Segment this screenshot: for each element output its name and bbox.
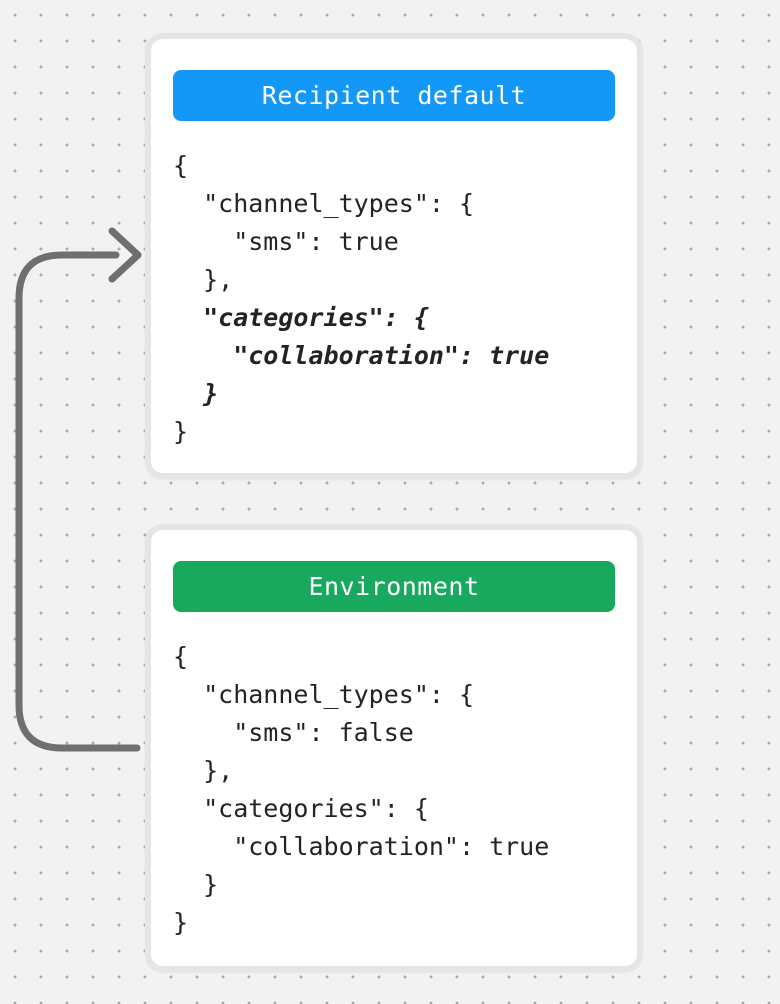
code-line: } (173, 908, 189, 937)
code-block-recipient-default: { "channel_types": { "sms": true }, "cat… (173, 147, 637, 451)
code-line: }, (173, 756, 234, 785)
code-line: } (173, 379, 219, 408)
code-line: "channel_types": { (173, 680, 475, 709)
code-line: } (173, 870, 219, 899)
code-line: "categories": { (173, 303, 429, 332)
code-line: "collaboration": true (173, 832, 550, 861)
code-line: } (173, 417, 189, 446)
code-block-environment: { "channel_types": { "sms": false }, "ca… (173, 638, 637, 942)
flow-arrow-head (108, 227, 142, 283)
flow-arrow-line (15, 251, 141, 752)
card-header-recipient-default: Recipient default (173, 70, 615, 121)
code-line: "sms": true (173, 227, 399, 256)
code-line: { (173, 151, 189, 180)
code-line: "sms": false (173, 718, 414, 747)
code-line: { (173, 642, 189, 671)
code-line: }, (173, 265, 234, 294)
code-line: "channel_types": { (173, 189, 475, 218)
card-environment: Environment { "channel_types": { "sms": … (145, 524, 643, 972)
code-line: "categories": { (173, 794, 429, 823)
card-recipient-default: Recipient default { "channel_types": { "… (145, 33, 643, 479)
code-line: "collaboration": true (173, 341, 550, 370)
card-header-environment: Environment (173, 561, 615, 612)
